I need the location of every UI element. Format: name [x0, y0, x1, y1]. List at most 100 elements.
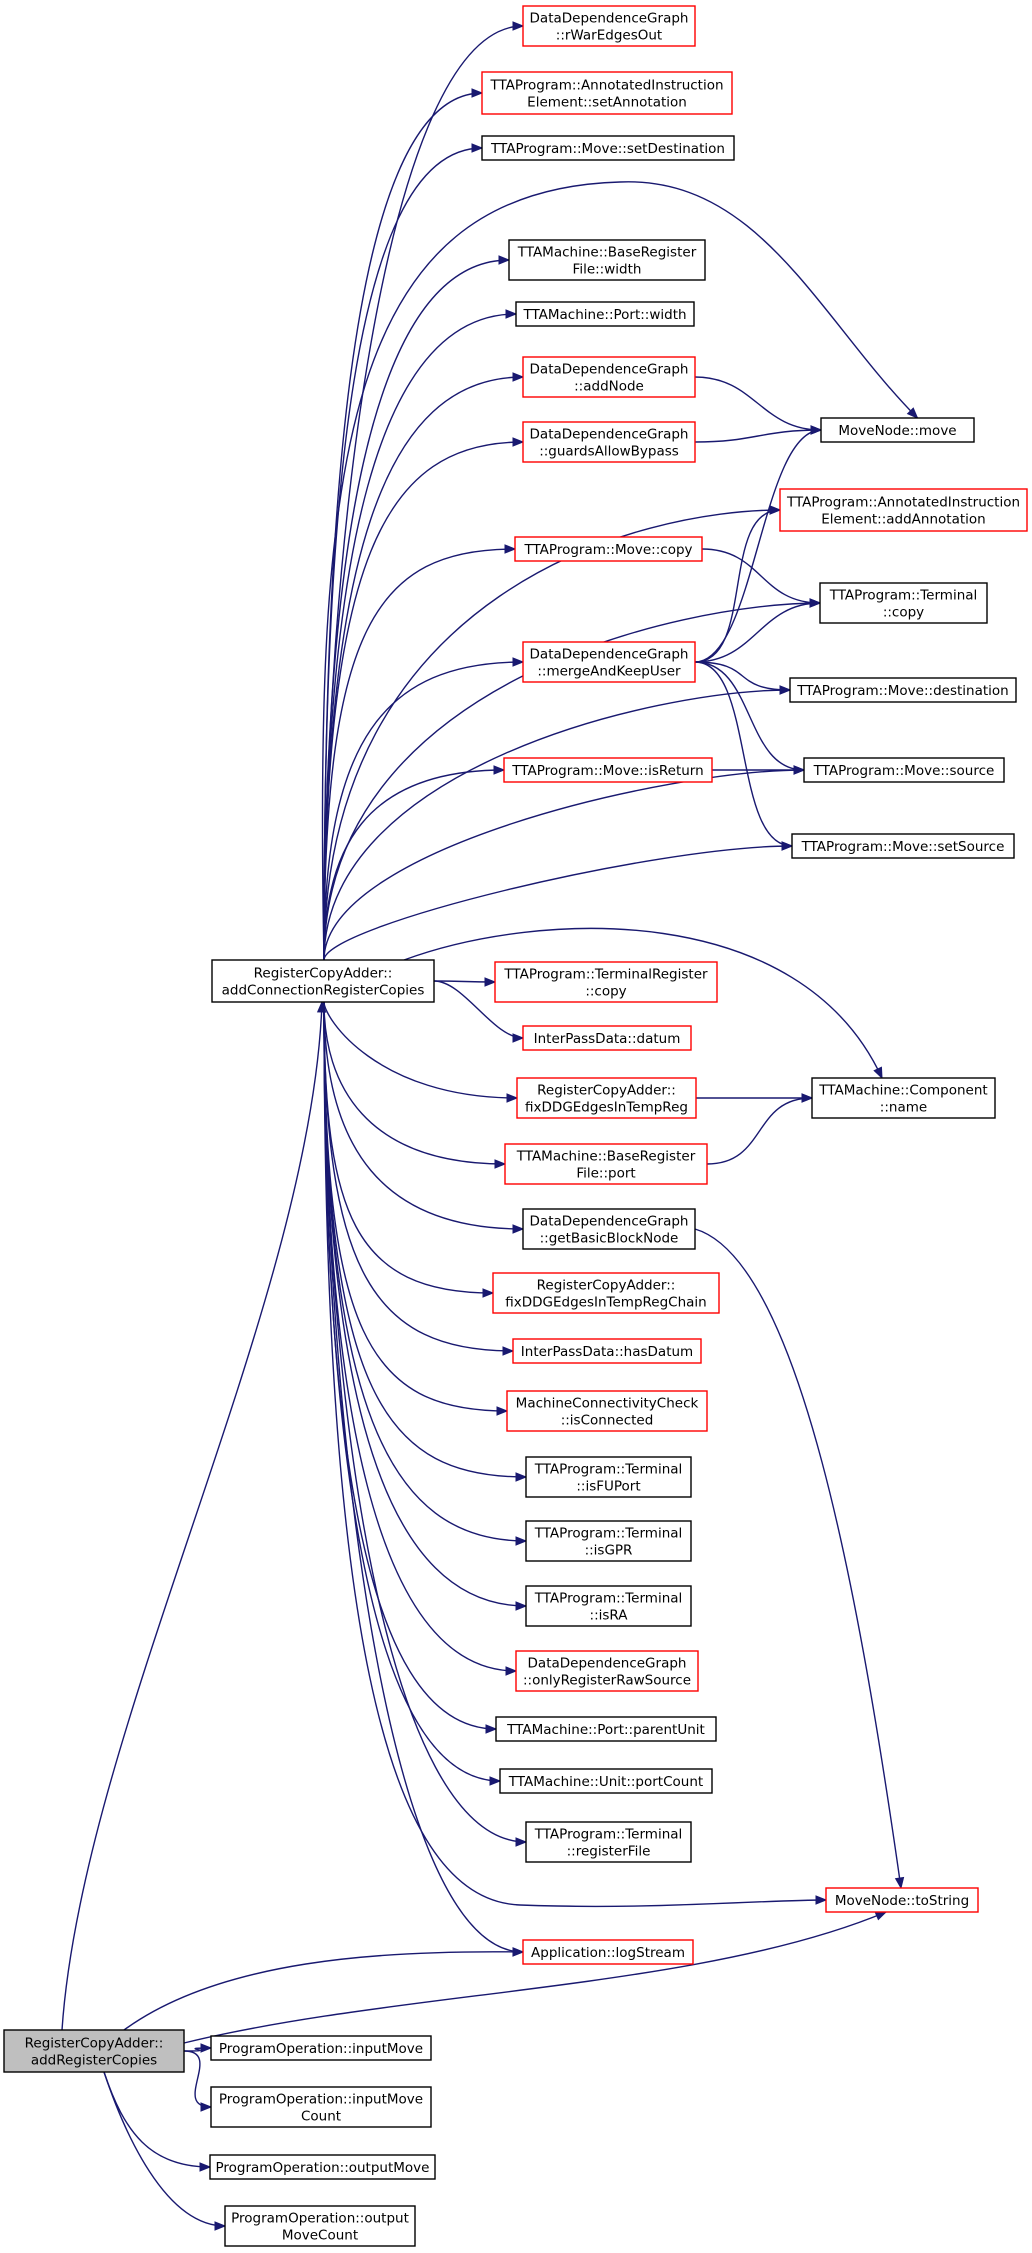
node-movecopy[interactable]: TTAProgram::Move::copy	[514, 536, 703, 562]
edge-merge-to-termcopy	[694, 598, 822, 663]
node-box[interactable]	[779, 488, 1028, 532]
node-box[interactable]	[525, 1585, 692, 1627]
node-box[interactable]	[803, 757, 1005, 783]
node-datum[interactable]: InterPassData::datum	[522, 1025, 692, 1051]
node-isgpr[interactable]: TTAProgram::Terminal::isGPR	[525, 1520, 692, 1562]
node-box[interactable]	[481, 71, 733, 115]
node-box[interactable]	[3, 2029, 185, 2073]
edge-line	[403, 927, 883, 1079]
node-regfile[interactable]: TTAProgram::Terminal::registerFile	[525, 1821, 692, 1863]
node-label: ::guardsAllowBypass	[539, 444, 679, 460]
node-box[interactable]	[508, 239, 706, 281]
node-box[interactable]	[522, 421, 696, 463]
node-movesource[interactable]: TTAProgram::Move::source	[803, 757, 1005, 783]
node-setdest[interactable]: TTAProgram::Move::setDestination	[481, 135, 735, 161]
edge-line	[323, 1001, 527, 1843]
node-box[interactable]	[791, 833, 1015, 859]
node-isconnected[interactable]: MachineConnectivityCheck::isConnected	[506, 1390, 708, 1432]
node-setann[interactable]: TTAProgram::AnnotatedInstructionElement:…	[481, 71, 733, 115]
arrowhead-icon	[874, 1911, 888, 1921]
node-compname[interactable]: TTAMachine::Component::name	[811, 1077, 996, 1119]
node-portwidth[interactable]: TTAMachine::Port::width	[515, 301, 695, 327]
node-box[interactable]	[514, 536, 703, 562]
node-box[interactable]	[525, 1821, 692, 1863]
node-root[interactable]: RegisterCopyAdder::addRegisterCopies	[3, 2029, 185, 2073]
node-hasdatum[interactable]: InterPassData::hasDatum	[512, 1338, 702, 1364]
edge-acrc-to-fixddg	[323, 1001, 519, 1103]
node-isfuport[interactable]: TTAProgram::Terminal::isFUPort	[525, 1456, 692, 1498]
node-fixddgchain[interactable]: RegisterCopyAdder::fixDDGEdgesInTempRegC…	[492, 1272, 720, 1314]
node-box[interactable]	[516, 1077, 697, 1119]
node-portcount[interactable]: TTAMachine::Unit::portCount	[499, 1768, 713, 1794]
arrowhead-icon	[512, 437, 525, 447]
node-box[interactable]	[525, 1520, 692, 1562]
node-box[interactable]	[210, 2086, 432, 2128]
edge-line	[694, 509, 781, 663]
edge-acrc-to-merge	[323, 657, 525, 961]
arrowhead-icon	[906, 407, 919, 419]
node-acrc[interactable]: RegisterCopyAdder::addConnectionRegister…	[211, 959, 435, 1003]
node-merge[interactable]: DataDependenceGraph::mergeAndKeepUser	[522, 641, 696, 683]
node-box[interactable]	[492, 1272, 720, 1314]
node-tostring[interactable]: MoveNode::toString	[825, 1887, 979, 1913]
node-box[interactable]	[515, 1650, 699, 1692]
edge-line	[183, 1911, 887, 2044]
node-box[interactable]	[522, 641, 696, 683]
node-inputmove[interactable]: ProgramOperation::inputMove	[210, 2035, 432, 2061]
node-box[interactable]	[209, 2154, 436, 2180]
node-outputmove[interactable]: ProgramOperation::outputMove	[209, 2154, 436, 2180]
node-isra[interactable]: TTAProgram::Terminal::isRA	[525, 1585, 692, 1627]
node-box[interactable]	[825, 1887, 979, 1913]
node-box[interactable]	[811, 1077, 996, 1119]
edge-acrc-to-datum	[433, 980, 525, 1043]
node-rwar[interactable]: DataDependenceGraph::rWarEdgesOut	[522, 5, 696, 47]
node-box[interactable]	[522, 1939, 694, 1965]
node-box[interactable]	[819, 582, 988, 624]
node-fixddg[interactable]: RegisterCopyAdder::fixDDGEdgesInTempReg	[516, 1077, 697, 1119]
node-box[interactable]	[515, 301, 695, 327]
node-label: TTAProgram::TerminalRegister	[503, 967, 708, 983]
node-box[interactable]	[494, 961, 718, 1003]
node-box[interactable]	[224, 2205, 416, 2247]
node-logstream[interactable]: Application::logStream	[522, 1939, 694, 1965]
edge-brfport-to-compname	[706, 1093, 814, 1165]
node-mnmove[interactable]: MoveNode::move	[820, 417, 975, 443]
node-box[interactable]	[522, 5, 696, 47]
node-box[interactable]	[211, 959, 435, 1003]
node-box[interactable]	[789, 677, 1017, 703]
node-box[interactable]	[499, 1768, 713, 1794]
node-box[interactable]	[512, 1338, 702, 1364]
node-box[interactable]	[525, 1456, 692, 1498]
node-tregcopy[interactable]: TTAProgram::TerminalRegister::copy	[494, 961, 718, 1003]
node-box[interactable]	[481, 135, 735, 161]
arrowhead-icon	[505, 1666, 518, 1676]
node-box[interactable]	[210, 2035, 432, 2061]
node-guards[interactable]: DataDependenceGraph::guardsAllowBypass	[522, 421, 696, 463]
node-box[interactable]	[506, 1390, 708, 1432]
node-parentunit[interactable]: TTAMachine::Port::parentUnit	[495, 1716, 717, 1742]
arrowhead-icon	[515, 1601, 528, 1611]
node-getbb[interactable]: DataDependenceGraph::getBasicBlockNode	[522, 1208, 696, 1250]
node-onlyreg[interactable]: DataDependenceGraph::onlyRegisterRawSour…	[515, 1650, 699, 1692]
node-addnode[interactable]: DataDependenceGraph::addNode	[522, 356, 696, 398]
node-box[interactable]	[503, 757, 713, 783]
edge-line	[323, 1001, 524, 1953]
node-box[interactable]	[504, 1143, 708, 1185]
node-box[interactable]	[495, 1716, 717, 1742]
node-box[interactable]	[522, 1025, 692, 1051]
edge-root-to-inputmove	[183, 2043, 213, 2053]
node-box[interactable]	[522, 1208, 696, 1250]
edge-line	[323, 1001, 501, 1782]
node-box[interactable]	[820, 417, 975, 443]
node-label: fixDDGEdgesInTempReg	[525, 1100, 688, 1116]
node-termcopy[interactable]: TTAProgram::Terminal::copy	[819, 582, 988, 624]
node-movedest[interactable]: TTAProgram::Move::destination	[789, 677, 1017, 703]
node-setsource[interactable]: TTAProgram::Move::setSource	[791, 833, 1015, 859]
node-addann[interactable]: TTAProgram::AnnotatedInstructionElement:…	[779, 488, 1028, 532]
node-isreturn[interactable]: TTAProgram::Move::isReturn	[503, 757, 713, 783]
node-box[interactable]	[522, 356, 696, 398]
